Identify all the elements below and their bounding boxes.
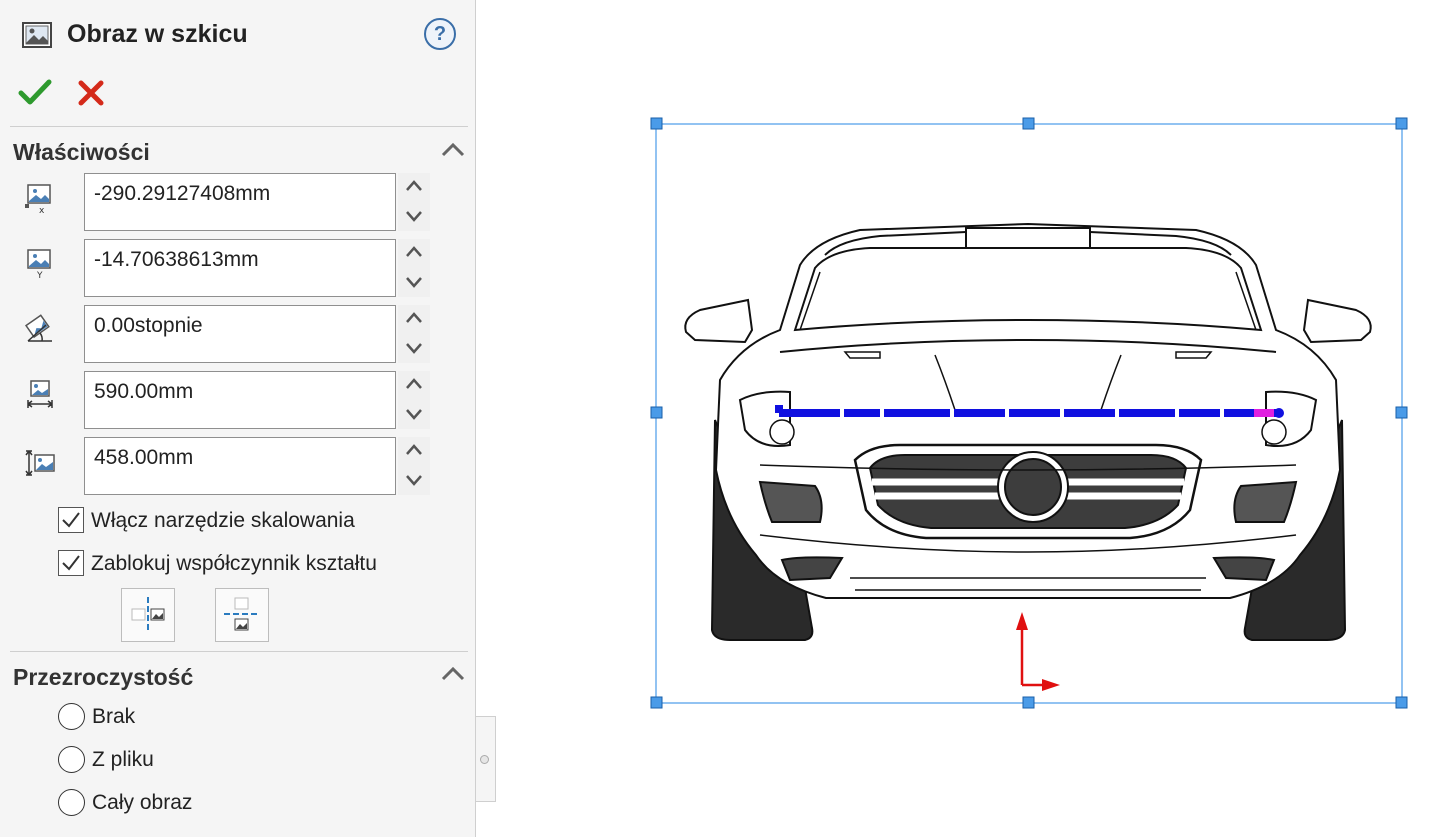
radio-full-image[interactable] [58, 789, 85, 816]
image-x-position-icon: x [25, 184, 51, 214]
spin-up-icon[interactable] [403, 177, 425, 195]
flip-horizontal-button[interactable] [121, 588, 175, 642]
collapse-chevron-icon[interactable] [440, 665, 466, 683]
enable-scale-tool-label[interactable]: Włącz narzędzie skalowania [91, 509, 355, 532]
spin-down-icon[interactable] [403, 273, 425, 291]
image-angle-icon [24, 314, 52, 342]
panel-header: Obraz w szkicu ? [0, 0, 476, 70]
spin-up-icon[interactable] [403, 309, 425, 327]
selection-box[interactable] [650, 117, 1408, 709]
x-position-spinner[interactable] [398, 173, 430, 231]
checkmark-icon [62, 555, 80, 571]
spin-down-icon[interactable] [403, 207, 425, 225]
spin-up-icon[interactable] [403, 243, 425, 261]
radio-from-file-label[interactable]: Z pliku [92, 748, 154, 771]
resize-handle[interactable] [650, 696, 663, 709]
scale-tool-line[interactable] [775, 405, 1284, 418]
image-y-position-icon: Y [27, 249, 51, 279]
lock-aspect-ratio-label[interactable]: Zablokuj współczynnik kształtu [91, 552, 377, 575]
enable-scale-tool-checkbox[interactable] [58, 507, 84, 533]
cancel-button[interactable] [76, 78, 106, 108]
flip-vertical-icon [224, 597, 260, 631]
svg-text:x: x [39, 206, 45, 214]
spin-down-icon[interactable] [403, 405, 425, 423]
divider [10, 126, 468, 127]
resize-handle[interactable] [1022, 696, 1035, 709]
spin-down-icon[interactable] [403, 471, 425, 489]
resize-handle[interactable] [1395, 117, 1408, 130]
y-position-field[interactable]: -14.70638613mm [84, 239, 396, 297]
svg-text:Y: Y [36, 271, 43, 279]
collapse-chevron-icon[interactable] [440, 141, 466, 159]
resize-handle[interactable] [650, 406, 663, 419]
image-height-icon [25, 450, 55, 476]
resize-handle[interactable] [1395, 406, 1408, 419]
graphics-area[interactable] [497, 0, 1440, 837]
radio-full-image-label[interactable]: Cały obraz [92, 791, 193, 814]
lock-aspect-ratio-checkbox[interactable] [58, 550, 84, 576]
resize-handle[interactable] [1395, 696, 1408, 709]
height-spinner[interactable] [398, 437, 430, 495]
spin-up-icon[interactable] [403, 441, 425, 459]
angle-spinner[interactable] [398, 305, 430, 363]
angle-field[interactable]: 0.00stopnie [84, 305, 396, 363]
spin-down-icon[interactable] [403, 339, 425, 357]
radio-none[interactable] [58, 703, 85, 730]
flip-horizontal-icon [131, 597, 165, 633]
panel-title: Obraz w szkicu [67, 20, 248, 48]
checkmark-icon [62, 512, 80, 528]
resize-handle[interactable] [650, 117, 663, 130]
panel-resize-handle[interactable] [476, 716, 496, 802]
y-position-spinner[interactable] [398, 239, 430, 297]
radio-from-file[interactable] [58, 746, 85, 773]
help-icon[interactable]: ? [424, 18, 456, 50]
handle-grip-icon [480, 755, 489, 764]
x-position-field[interactable]: -290.29127408mm [84, 173, 396, 231]
spin-up-icon[interactable] [403, 375, 425, 393]
height-field[interactable]: 458.00mm [84, 437, 396, 495]
radio-none-label[interactable]: Brak [92, 705, 136, 728]
section-title-transparency: Przezroczystość [13, 664, 194, 690]
car-front-sketch-picture[interactable] [684, 222, 1372, 641]
width-field[interactable]: 590.00mm [84, 371, 396, 429]
property-manager-panel: Obraz w szkicu ? Właściwości x -290.2912… [0, 0, 476, 837]
ok-button[interactable] [18, 78, 52, 108]
image-width-icon [27, 380, 53, 408]
sketch-origin-icon [1016, 612, 1060, 691]
divider [10, 651, 468, 652]
sketch-picture-icon [22, 22, 52, 48]
section-title-properties: Właściwości [13, 139, 150, 165]
width-spinner[interactable] [398, 371, 430, 429]
flip-vertical-button[interactable] [215, 588, 269, 642]
resize-handle[interactable] [1022, 117, 1035, 130]
